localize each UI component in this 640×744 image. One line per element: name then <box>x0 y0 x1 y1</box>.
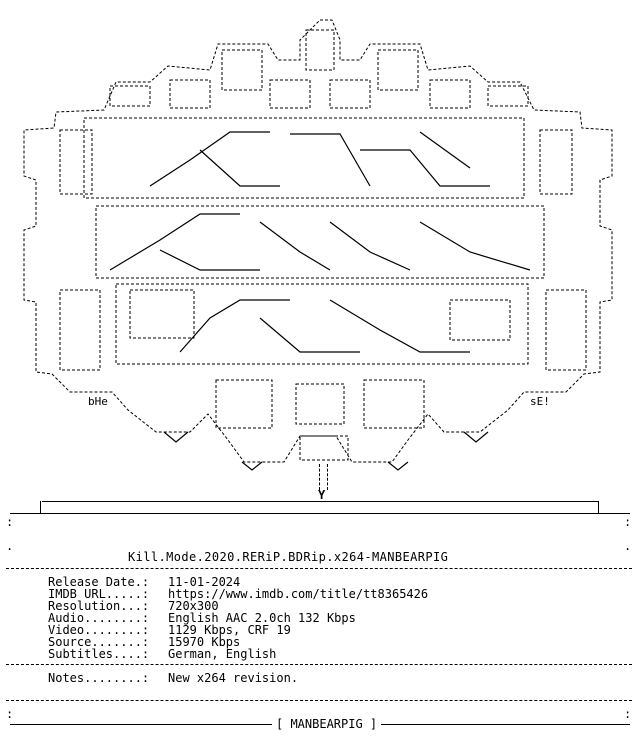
frame-left-tick <box>40 501 41 513</box>
frame-dot: : <box>624 515 632 529</box>
notes-key: Notes........: <box>48 671 150 685</box>
info-row: Subtitles....: German, English <box>48 648 428 660</box>
info-value: German, English <box>168 647 277 661</box>
info-value: https://www.imdb.com/title/tt8365426 <box>168 587 429 601</box>
frame-dot: : <box>6 515 14 529</box>
divider <box>6 568 632 569</box>
divider <box>6 664 632 665</box>
info-key: IMDB URL.....: <box>48 587 150 601</box>
info-row: Resolution...: 720x300 <box>48 600 428 612</box>
info-row: IMDB URL.....: https://www.imdb.com/title… <box>48 588 428 600</box>
release-info: Release Date.: 11-01-2024 IMDB URL.....: h… <box>48 576 428 660</box>
info-key: Video........: <box>48 623 150 637</box>
release-title: Kill.Mode.2020.RERiP.BDRip.x264-MANBEARP… <box>128 550 449 564</box>
art-tag-left: bHe <box>88 395 108 408</box>
frame-dot: : <box>624 707 632 721</box>
info-key: Audio........: <box>48 611 150 625</box>
info-value: 11-01-2024 <box>168 575 241 589</box>
info-value: 15970 Kbps <box>168 635 241 649</box>
art-tag-right: sE! <box>530 395 550 408</box>
footer-label: [ MANBEARPIG ] <box>272 718 382 730</box>
connector-stem <box>318 464 330 500</box>
info-value: 720x300 <box>168 599 219 613</box>
frame-top-line <box>42 501 598 502</box>
frame-right-tick <box>598 501 599 513</box>
ascii-logo-letters-svg <box>109 131 531 471</box>
info-key: Resolution...: <box>48 599 150 613</box>
ascii-logo-svg <box>23 19 613 463</box>
info-value: 1129 Kbps, CRF 19 <box>168 623 291 637</box>
frame-dot: : <box>6 707 14 721</box>
frame-dot: . <box>624 539 632 553</box>
notes-value: New x264 revision. <box>168 671 299 685</box>
info-key: Source.......: <box>48 635 150 649</box>
info-value: English AAC 2.0ch 132 Kbps <box>168 611 356 625</box>
info-row: Video........: 1129 Kbps, CRF 19 <box>48 624 428 636</box>
info-row: Source.......: 15970 Kbps <box>48 636 428 648</box>
info-row: Audio........: English AAC 2.0ch 132 Kbps <box>48 612 428 624</box>
frame-dot: . <box>6 539 14 553</box>
divider <box>6 700 632 701</box>
info-key: Release Date.: <box>48 575 150 589</box>
connector-char: Y <box>318 488 326 502</box>
info-row: Release Date.: 11-01-2024 <box>48 576 428 588</box>
release-notes: Notes........: New x264 revision. <box>48 672 298 684</box>
frame-top-line-2 <box>10 513 630 514</box>
info-key: Subtitles....: <box>48 647 150 661</box>
ascii-logo-art: bHe sE! <box>23 19 613 471</box>
